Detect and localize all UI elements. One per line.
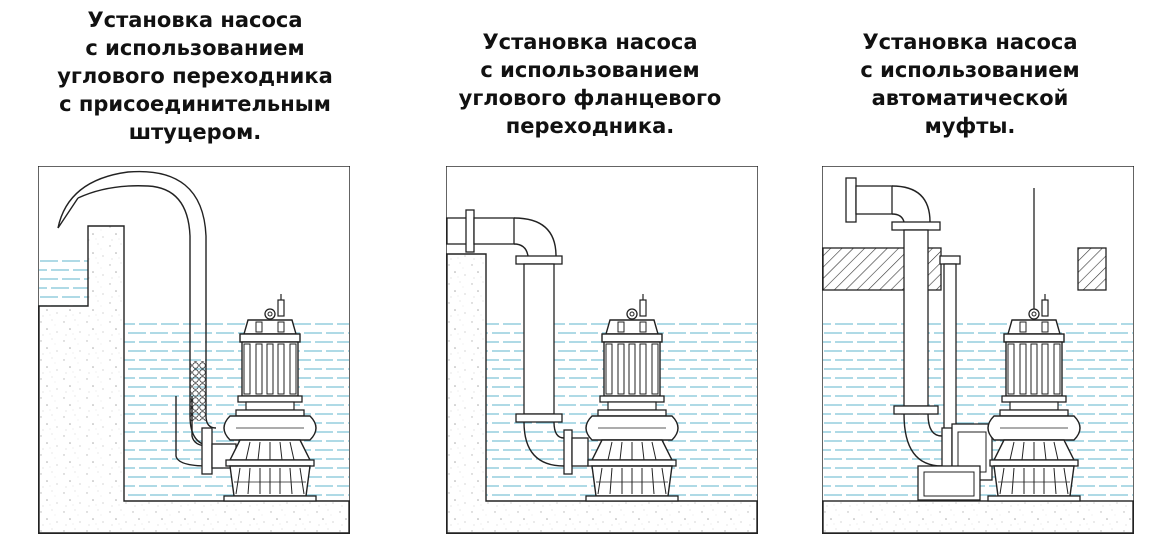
hose-mesh-section (190, 361, 206, 421)
panel-2-title: Установка насоса с использованием углово… (398, 28, 782, 140)
pipe-elbow-icon (891, 185, 931, 223)
flange-icon (893, 405, 939, 415)
discharge-hose-outer (57, 170, 207, 416)
flange-icon (465, 209, 475, 253)
title-line: Установка насоса (482, 30, 698, 54)
title-line: Установка насоса (862, 30, 1078, 54)
riser-pipe (523, 263, 555, 415)
pump-installation-diagram-1 (38, 166, 350, 534)
flange-icon (201, 427, 213, 475)
pump-installation-diagram-3 (822, 166, 1134, 534)
coupling-base (917, 465, 981, 501)
panel-3-title: Установка насоса с использованием автома… (780, 28, 1160, 140)
title-line: с присоединительным (59, 92, 331, 116)
title-line: с использованием (860, 58, 1080, 82)
title-line: с использованием (85, 36, 305, 60)
cover-slab-right (1077, 247, 1107, 291)
pipe-elbow-icon (513, 217, 557, 257)
concrete-wall (446, 253, 758, 534)
discharge-hose (77, 185, 191, 416)
title-line: с использованием (480, 58, 700, 82)
title-line: углового переходника (57, 64, 333, 88)
panel-1-title: Установка насоса с использованием углово… (0, 6, 390, 146)
flange-icon (515, 413, 563, 423)
title-line: углового фланцевого (458, 86, 722, 110)
title-line: Установка насоса (87, 8, 303, 32)
title-line: переходника. (505, 114, 675, 138)
flange-icon (845, 177, 857, 223)
title-line: автоматической (871, 86, 1069, 110)
flange-icon (515, 255, 563, 265)
title-line: штуцером. (128, 120, 262, 144)
title-line: муфты. (924, 114, 1016, 138)
pipe-elbow-icon (523, 421, 565, 467)
flange-icon (891, 221, 941, 231)
pump-installation-diagram-2 (446, 166, 758, 534)
riser-pipe (903, 229, 929, 407)
flange-icon (563, 429, 573, 475)
outlet-water-area (39, 258, 88, 306)
concrete-floor (822, 500, 1134, 534)
concrete-wall (38, 225, 350, 534)
